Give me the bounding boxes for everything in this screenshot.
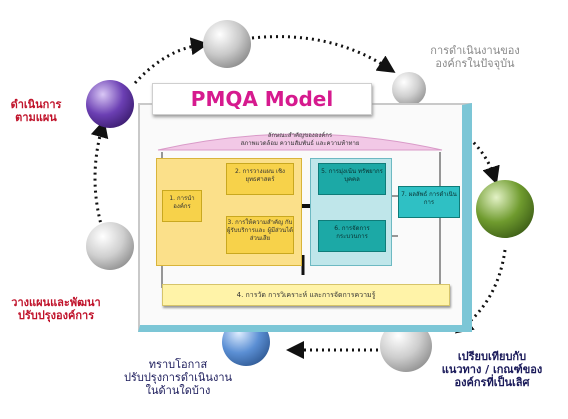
category-6-box: 6. การจัดการ กระบวนการ bbox=[318, 220, 386, 252]
label-opportunity-line3: ในด้านใดบ้าง bbox=[145, 384, 211, 397]
profile-text: ลักษณะสำคัญขององค์กร สภาพแวดล้อม ความสัม… bbox=[200, 132, 400, 148]
category-2-box: 2. การวางแผน เชิงยุทธศาสตร์ bbox=[226, 163, 294, 195]
arrow-left-up bbox=[90, 119, 109, 229]
label-compare-line3: องค์กรที่เป็นเลิศ bbox=[454, 376, 530, 389]
arrow-right-down bbox=[439, 116, 500, 185]
profile-line2: สภาพแวดล้อม ความสัมพันธ์ และความท้าทาย bbox=[240, 140, 360, 147]
profile-line1: ลักษณะสำคัญขององค์กร bbox=[267, 132, 333, 139]
label-opportunity-line1: ทราบโอกาส bbox=[148, 358, 208, 371]
sphere-green bbox=[476, 180, 534, 238]
label-compare-line1: เปรียบเทียบกับ bbox=[457, 350, 527, 363]
sphere-left bbox=[86, 222, 134, 270]
category-5-box: 5. การมุ่งเน้น ทรัพยากรบุคคล bbox=[318, 163, 386, 195]
label-plan-line2: ปรับปรุงองค์การ bbox=[17, 309, 95, 322]
label-execute-line1: ดำเนินการ bbox=[10, 98, 62, 111]
sphere-top-right bbox=[392, 72, 426, 106]
category-4-box: 4. การวัด การวิเคราะห์ และการจัดการความร… bbox=[162, 284, 450, 306]
label-current-operation-line2: องค์กรในปัจจุบัน bbox=[435, 57, 515, 70]
sphere-top bbox=[203, 20, 251, 68]
arrow-top-left bbox=[133, 37, 209, 85]
sphere-purple bbox=[86, 80, 134, 128]
category-3-box: 3. การให้ความสำคัญ กับผู้รับบริการและ ผู… bbox=[226, 216, 294, 254]
label-execute-line2: ตามแผน bbox=[15, 111, 57, 124]
label-opportunity: ทราบโอกาส ปรับปรุงการดำเนินงาน ในด้านใดบ… bbox=[118, 358, 238, 397]
label-opportunity-line2: ปรับปรุงการดำเนินงาน bbox=[123, 371, 233, 384]
category-1-box: 1. การนำ องค์กร bbox=[162, 190, 202, 222]
label-current-operation-line1: การดำเนินงานของ bbox=[430, 44, 520, 57]
label-execute: ดำเนินการ ตามแผน bbox=[0, 98, 72, 124]
model-title: PMQA Model bbox=[152, 83, 372, 115]
arrow-top-right bbox=[251, 35, 396, 73]
label-current-operation: การดำเนินงานของ องค์กรในปัจจุบัน bbox=[420, 44, 530, 70]
label-compare-line2: แนวทาง / เกณฑ์ของ bbox=[441, 363, 543, 376]
label-plan: วางแผนและพัฒนา ปรับปรุงองค์การ bbox=[2, 296, 110, 322]
label-compare: เปรียบเทียบกับ แนวทาง / เกณฑ์ของ องค์กรท… bbox=[432, 350, 552, 389]
category-7-box: 7. ผลลัพธ์ การดำเนินการ bbox=[398, 186, 460, 218]
label-plan-line1: วางแผนและพัฒนา bbox=[11, 296, 101, 309]
